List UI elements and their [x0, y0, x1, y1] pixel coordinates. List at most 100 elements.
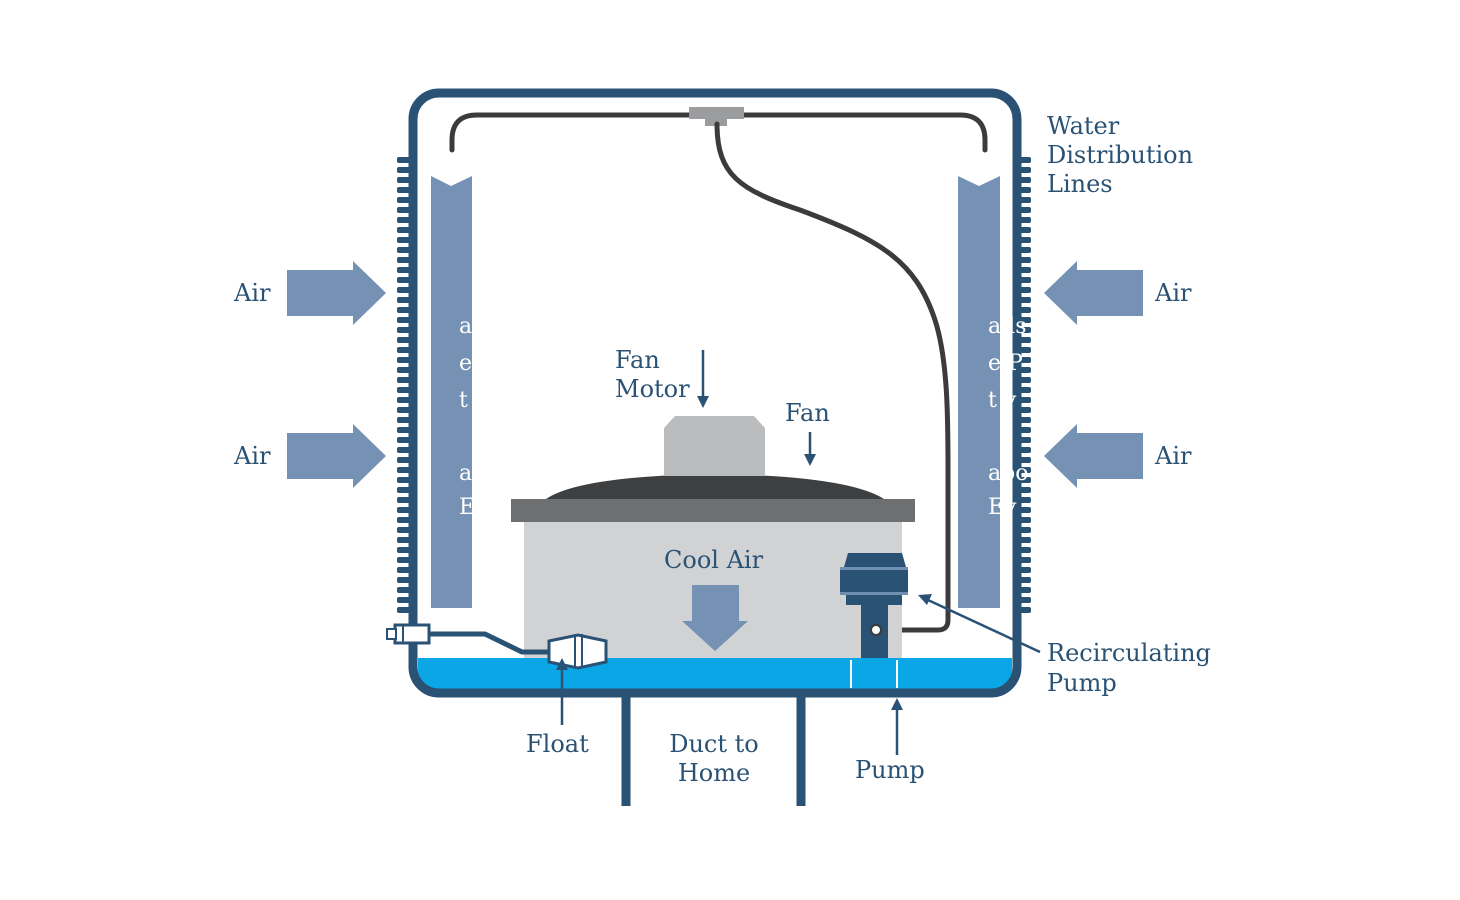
louver-rib — [397, 387, 411, 393]
louver-rib — [397, 367, 411, 373]
louver-rib — [1019, 457, 1031, 463]
louver-rib — [1019, 357, 1031, 363]
louver-rib — [397, 187, 411, 193]
louver-rib — [397, 177, 411, 183]
louver-rib — [397, 267, 411, 273]
pump-label: Pump — [855, 756, 925, 784]
fan-motor-label-1: Fan — [615, 346, 660, 374]
pad-text-fragment: Ev — [988, 495, 1017, 520]
pump-pointer-head — [891, 698, 903, 710]
louver-rib — [397, 197, 411, 203]
float-pointer-head — [556, 658, 568, 670]
louver-rib — [397, 257, 411, 263]
louver-rib — [1019, 587, 1031, 593]
louver-rib — [1019, 517, 1031, 523]
louver-rib — [1019, 317, 1031, 323]
louver-rib — [397, 167, 411, 173]
pump-band-lower — [840, 592, 908, 595]
louver-rib — [397, 517, 411, 523]
louver-rib — [1019, 537, 1031, 543]
distribution-tee-fitting — [689, 107, 744, 119]
air-arrow-left-top — [287, 261, 386, 325]
louver-rib — [1019, 557, 1031, 563]
duct-label-2: Home — [678, 759, 750, 787]
recirculating-pump-pointer-head — [918, 594, 932, 605]
louver-rib — [1019, 467, 1031, 473]
louver-rib — [397, 397, 411, 403]
louver-rib — [1019, 347, 1031, 353]
louver-rib — [1019, 397, 1031, 403]
recirculating-pump-pointer — [927, 598, 1041, 654]
louver-rib — [397, 337, 411, 343]
water-lines-label-1: Water — [1047, 112, 1120, 140]
louver-rib — [397, 247, 411, 253]
louver-rib — [1019, 167, 1031, 173]
louver-rib — [397, 577, 411, 583]
louver-rib — [1019, 237, 1031, 243]
fan-motor-label-2: Motor — [615, 375, 690, 403]
recirculating-pump-label-2: Pump — [1047, 669, 1117, 697]
louver-rib — [1019, 527, 1031, 533]
pad-text-fragment: t — [459, 388, 468, 413]
pad-text-fragment: e P — [988, 351, 1023, 376]
louver-rib — [1019, 327, 1031, 333]
louver-rib — [1019, 497, 1031, 503]
louver-rib — [1019, 567, 1031, 573]
fan-motor — [664, 416, 765, 476]
louver-rib — [397, 357, 411, 363]
left-evaporative-pad — [431, 176, 472, 608]
air-label-right-bottom: Air — [1154, 442, 1192, 470]
louver-rib — [1019, 607, 1031, 613]
louver-rib — [397, 377, 411, 383]
pad-text-fragment: ads — [988, 314, 1027, 339]
air-arrow-right-top — [1044, 261, 1143, 325]
louver-rib — [397, 157, 411, 163]
float-label: Float — [526, 730, 589, 758]
float-valve-nub — [386, 628, 397, 640]
water-reservoir — [418, 658, 1012, 690]
fan-blade-dome — [546, 474, 884, 499]
louver-rib — [397, 477, 411, 483]
louver-rib — [397, 597, 411, 603]
louver-rib — [1019, 177, 1031, 183]
louver-rib — [397, 237, 411, 243]
float-bulb — [547, 633, 608, 670]
fan-rim — [511, 499, 915, 522]
louver-rib — [397, 547, 411, 553]
louver-rib — [1019, 577, 1031, 583]
louver-rib — [1019, 427, 1031, 433]
louver-rib — [1019, 477, 1031, 483]
louver-rib — [1019, 387, 1031, 393]
louver-rib — [1019, 257, 1031, 263]
louver-rib — [1019, 377, 1031, 383]
louver-rib — [1019, 407, 1031, 413]
cooler-cabinet — [408, 88, 1022, 698]
air-arrow-right-bottom — [1044, 424, 1143, 488]
louver-rib — [1019, 487, 1031, 493]
louver-rib — [1019, 417, 1031, 423]
float-valve-inlet — [393, 623, 431, 645]
louver-rib — [1019, 307, 1031, 313]
louver-rib — [397, 277, 411, 283]
louver-rib — [1019, 337, 1031, 343]
louver-rib — [397, 537, 411, 543]
recirculating-pump-label-1: Recirculating — [1047, 639, 1211, 667]
cool-air-label: Cool Air — [664, 546, 764, 574]
louver-rib — [397, 347, 411, 353]
louver-rib — [397, 507, 411, 513]
louver-rib — [1019, 287, 1031, 293]
air-label-left-top: Air — [233, 279, 271, 307]
louver-rib — [1019, 437, 1031, 443]
pad-text-fragment: a — [459, 461, 472, 486]
pad-text-fragment: e — [459, 351, 472, 376]
louver-rib — [397, 297, 411, 303]
fan-pointer-head — [804, 454, 816, 466]
air-arrow-left-bottom — [287, 424, 386, 488]
louver-rib — [1019, 207, 1031, 213]
water-lines-label-3: Lines — [1047, 170, 1113, 198]
louver-rib — [1019, 547, 1031, 553]
louver-rib — [397, 207, 411, 213]
louver-rib — [1019, 217, 1031, 223]
